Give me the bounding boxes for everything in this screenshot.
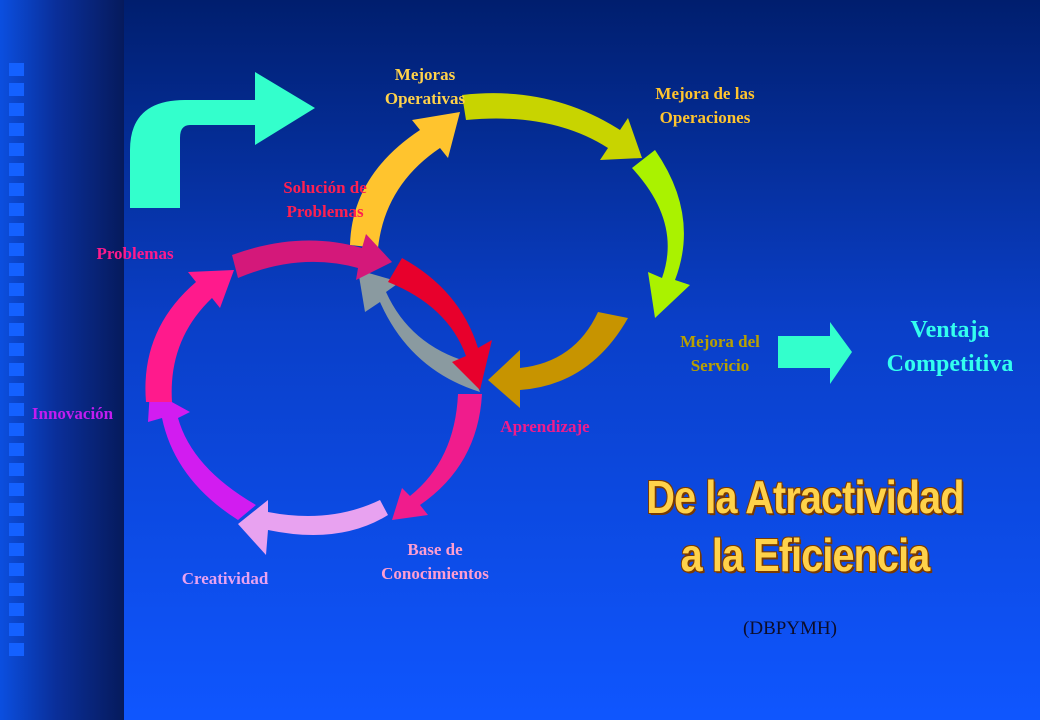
- sidebar-square: [9, 483, 24, 496]
- sidebar-square: [9, 263, 24, 276]
- sidebar-square: [9, 223, 24, 236]
- sidebar-square: [9, 203, 24, 216]
- sidebar-square: [9, 603, 24, 616]
- arrow-problemas: [145, 270, 234, 402]
- sidebar-square: [9, 283, 24, 296]
- label-mejoras-operativas: Mejoras Operativas: [384, 65, 466, 108]
- arrow-creatividad: [238, 500, 388, 555]
- arrow-solucion-problemas: [232, 234, 392, 280]
- arrow-red-descent: [388, 258, 492, 390]
- sidebar-square: [9, 643, 24, 656]
- label-solucion-problemas: Solución de Problemas: [283, 178, 367, 221]
- arrow-to-ventaja: [778, 322, 852, 384]
- label-base-conocimientos: Base de Conocimientos: [381, 540, 489, 583]
- arrow-base-conocimientos: [392, 394, 482, 520]
- sidebar-square: [9, 383, 24, 396]
- sidebar-square: [9, 123, 24, 136]
- sidebar-square: [9, 423, 24, 436]
- sidebar-square: [9, 463, 24, 476]
- label-innovacion: Innovación: [31, 404, 114, 423]
- sidebar-square: [9, 63, 24, 76]
- sidebar-square: [9, 543, 24, 556]
- headline: De la Atractividad a la Eficiencia: [646, 471, 964, 581]
- label-mejora-servicio: Mejora del Servicio: [680, 332, 760, 375]
- arrow-mejoras-operativas: [350, 112, 460, 248]
- label-problemas: Problemas: [96, 244, 174, 263]
- label-mejora-operaciones: Mejora de las Operaciones: [655, 84, 755, 127]
- label-creatividad: Creatividad: [181, 569, 269, 588]
- bent-arrow: [130, 72, 315, 208]
- label-ventaja-competitiva: Ventaja Competitiva: [886, 317, 1014, 377]
- sidebar-square: [9, 583, 24, 596]
- sidebar-square: [9, 623, 24, 636]
- arrow-gray-return: [358, 270, 480, 392]
- arrow-mejora-servicio: [632, 150, 690, 318]
- sidebar-square: [9, 443, 24, 456]
- sidebar-square: [9, 503, 24, 516]
- sidebar-square: [9, 243, 24, 256]
- sidebar-square: [9, 303, 24, 316]
- arrow-mejora-operaciones: [462, 93, 642, 160]
- credit-text: (DBPYMH): [743, 618, 837, 639]
- sidebar-decoration: [0, 0, 124, 720]
- arrow-aprendizaje: [488, 312, 628, 408]
- sidebar-square: [9, 143, 24, 156]
- sidebar-square: [9, 103, 24, 116]
- sidebar-square: [9, 363, 24, 376]
- sidebar-square: [9, 343, 24, 356]
- arrow-innovacion: [148, 390, 256, 520]
- sidebar-square: [9, 323, 24, 336]
- label-aprendizaje: Aprendizaje: [500, 417, 590, 436]
- sidebar-square: [9, 183, 24, 196]
- sidebar-square: [9, 403, 24, 416]
- sidebar-square: [9, 563, 24, 576]
- sidebar-square: [9, 83, 24, 96]
- sidebar-square: [9, 163, 24, 176]
- sidebar-square: [9, 523, 24, 536]
